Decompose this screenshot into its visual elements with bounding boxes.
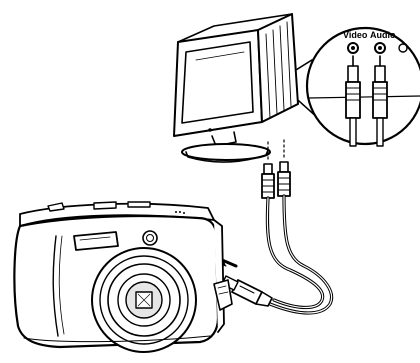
audio-port-label: Audio: [370, 30, 396, 40]
digital-camera-icon: [14, 202, 232, 352]
rca-port-callout-icon: [296, 28, 420, 146]
tv-monitor-icon: [174, 14, 298, 162]
av-cable-icon: [222, 140, 332, 313]
video-port-label: Video: [343, 30, 368, 40]
